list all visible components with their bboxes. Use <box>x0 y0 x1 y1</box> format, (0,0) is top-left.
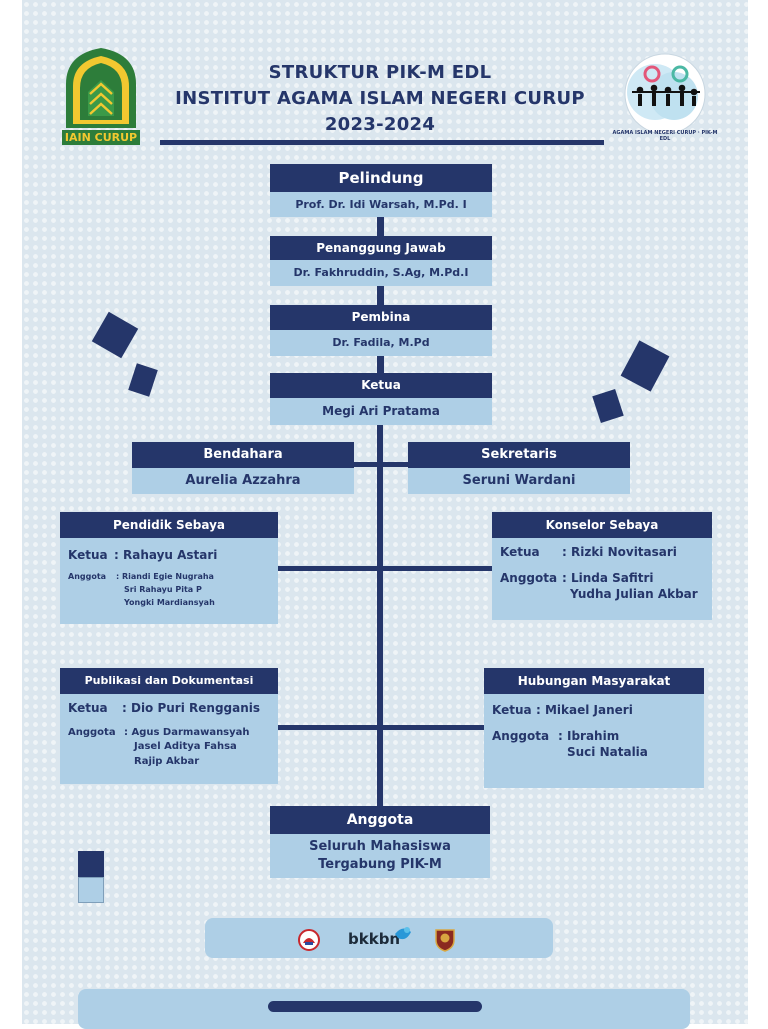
humas-anggota-1: : Ibrahim <box>558 729 620 743</box>
humas-header: Hubungan Masyarakat <box>484 668 704 694</box>
pembina-header: Pembina <box>270 305 492 330</box>
publikasi-anggota-1: : Agus Darmawansyah <box>124 727 250 738</box>
publikasi-anggota-2: Jasel Aditya Fahsa <box>134 741 237 752</box>
pik-m-edl-logo-text: AGAMA ISLAM NEGERI CURUP · PIK-M EDL <box>612 130 718 142</box>
bkkbn-mark-icon <box>392 924 414 944</box>
konselor-sebaya-card <box>492 538 712 620</box>
iain-curup-logo: IAIN CURUP <box>60 44 142 148</box>
title-line-1: STRUKTUR PIK-M EDL <box>268 62 492 83</box>
humas-anggota-label: Anggota <box>492 729 550 743</box>
partner-emblem-left-icon <box>296 928 322 952</box>
konselor-anggota-label: Anggota <box>500 571 558 585</box>
sekretaris-header: Sekretaris <box>408 442 630 468</box>
ketua-name: Megi Ari Pratama <box>270 398 492 425</box>
ketua-header: Ketua <box>270 373 492 398</box>
pendidik-sebaya-card <box>60 538 278 624</box>
pelindung-name: Prof. Dr. Idi Warsah, M.Pd. I <box>270 192 492 217</box>
publikasi-header: Publikasi dan Dokumentasi <box>60 668 278 694</box>
konselor-anggota-2: Yudha Julian Akbar <box>570 587 698 601</box>
pendidik-anggota-3: Yongki Mardiansyah <box>124 598 215 607</box>
iain-curup-logo-text: IAIN CURUP <box>64 131 138 144</box>
humas-ketua-label: Ketua <box>492 703 532 717</box>
publikasi-anggota-3: Rajip Akbar <box>134 756 200 767</box>
pendidik-sebaya-header: Pendidik Sebaya <box>60 512 278 538</box>
publikasi-ketua-label: Ketua <box>68 701 108 715</box>
pendidik-ketua-label: Ketua <box>68 548 108 562</box>
title-line-3: 2023-2024 <box>324 114 436 135</box>
title-underline <box>160 140 604 145</box>
publikasi-anggota-label: Anggota <box>68 727 116 738</box>
anggota-header: Anggota <box>270 806 490 834</box>
legend-dark-swatch <box>78 851 104 877</box>
penanggung-jawab-name: Dr. Fakhruddin, S.Ag, M.Pd.I <box>270 260 492 286</box>
legend-light-swatch <box>78 877 104 903</box>
bkkbn-logo-text: bkkbn <box>348 930 401 948</box>
konselor-ketua-label: Ketua <box>500 545 540 559</box>
pendidik-ketua-name: : Rahayu Astari <box>114 548 218 562</box>
pendidik-anggota-2: Sri Rahayu Pita P <box>124 585 202 594</box>
konselor-anggota-1: : Linda Safitri <box>562 571 654 585</box>
pik-m-edl-logo: AGAMA ISLAM NEGERI CURUP · PIK-M EDL <box>610 48 720 144</box>
pendidik-anggota-1: : Riandi Egie Nugraha <box>116 572 214 581</box>
bendahara-sekretaris-connector <box>352 462 410 467</box>
humas-ketua-name: : Mikael Janeri <box>536 703 633 717</box>
publikasi-card <box>60 694 278 784</box>
spine-main-connector <box>377 425 383 815</box>
pelindung-header: Pelindung <box>270 164 492 192</box>
konselor-sebaya-header: Konselor Sebaya <box>492 512 712 538</box>
partner-logos-bar <box>205 918 553 958</box>
anggota-line-1: Seluruh Mahasiswa <box>270 834 490 856</box>
partner-emblem-right-icon <box>432 926 458 952</box>
pembina-name: Dr. Fadila, M.Pd <box>270 330 492 356</box>
bendahara-header: Bendahara <box>132 442 354 468</box>
pendidik-anggota-label: Anggota <box>68 572 107 581</box>
penanggung-jawab-header: Penanggung Jawab <box>270 236 492 260</box>
bendahara-name: Aurelia Azzahra <box>132 468 354 494</box>
konselor-ketua-name: : Rizki Novitasari <box>562 545 677 559</box>
publikasi-ketua-name: : Dio Puri Rengganis <box>122 701 261 715</box>
humas-anggota-2: Suci Natalia <box>567 745 648 759</box>
publikasi-humas-connector <box>278 725 484 730</box>
sekretaris-name: Seruni Wardani <box>408 468 630 494</box>
humas-card <box>484 694 704 788</box>
bottom-handle-bar <box>268 1001 482 1012</box>
pendidik-konselor-connector <box>278 566 492 571</box>
anggota-line-2: Tergabung PIK-M <box>270 856 490 878</box>
title-line-2: INSTITUT AGAMA ISLAM NEGERI CURUP <box>175 88 585 109</box>
